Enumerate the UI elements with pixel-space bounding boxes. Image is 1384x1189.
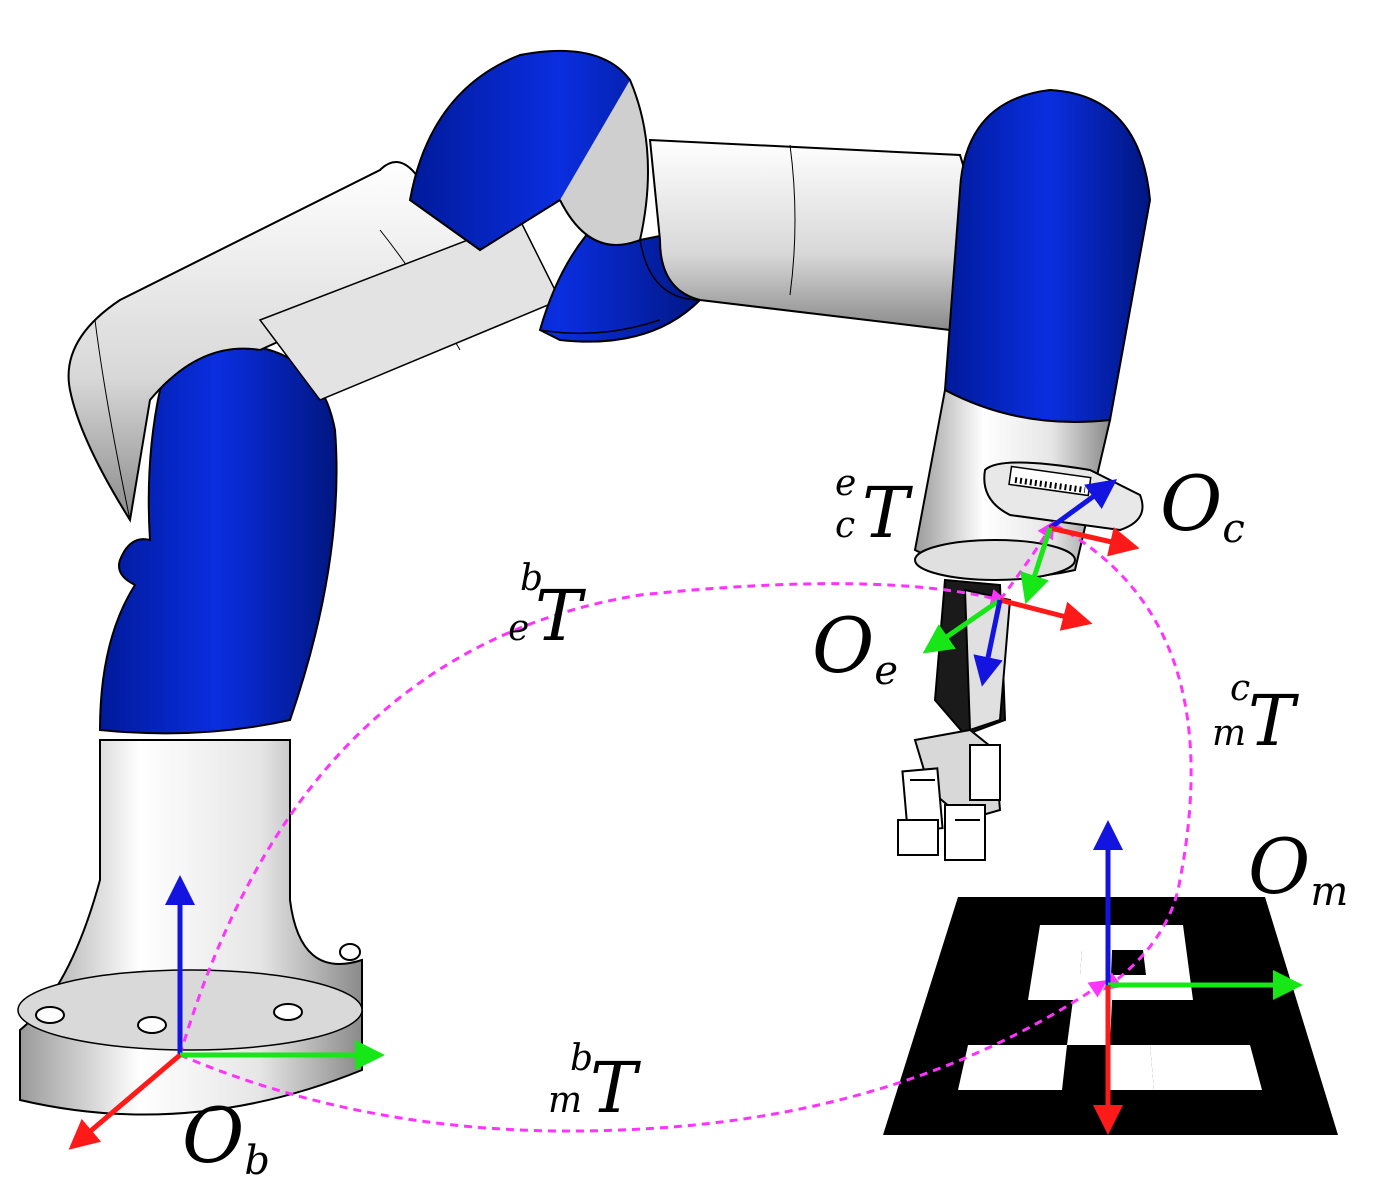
- transform-label-b-m: b m T: [548, 1038, 641, 1129]
- frame-label-marker: Om: [1248, 822, 1348, 915]
- marker-cell: [1109, 1045, 1154, 1090]
- svg-text:T: T: [1248, 680, 1299, 762]
- frame-label-camera: Oc: [1160, 459, 1245, 552]
- frame-label-base: Ob: [182, 1091, 270, 1184]
- robot-base-top: [18, 970, 362, 1050]
- svg-text:c: c: [835, 505, 855, 546]
- robot-base: [20, 740, 362, 1115]
- svg-text:e: e: [508, 608, 529, 649]
- svg-text:T: T: [862, 472, 913, 554]
- marker-cell: [958, 1045, 1067, 1090]
- svg-text:m: m: [1212, 713, 1246, 754]
- robot-joint-3: [945, 90, 1150, 422]
- transform-label-c-m: c m T: [1212, 668, 1299, 762]
- marker-cell: [1150, 1045, 1262, 1090]
- frame-label-end-effector: Oe: [812, 601, 898, 694]
- svg-text:T: T: [535, 575, 586, 657]
- svg-text:T: T: [590, 1047, 641, 1129]
- svg-text:m: m: [548, 1080, 582, 1121]
- transform-label-b-e: b e T: [508, 558, 586, 657]
- transform-label-e-c: e c T: [835, 463, 913, 554]
- marker-cell: [1067, 1000, 1112, 1045]
- svg-text:e: e: [835, 463, 856, 504]
